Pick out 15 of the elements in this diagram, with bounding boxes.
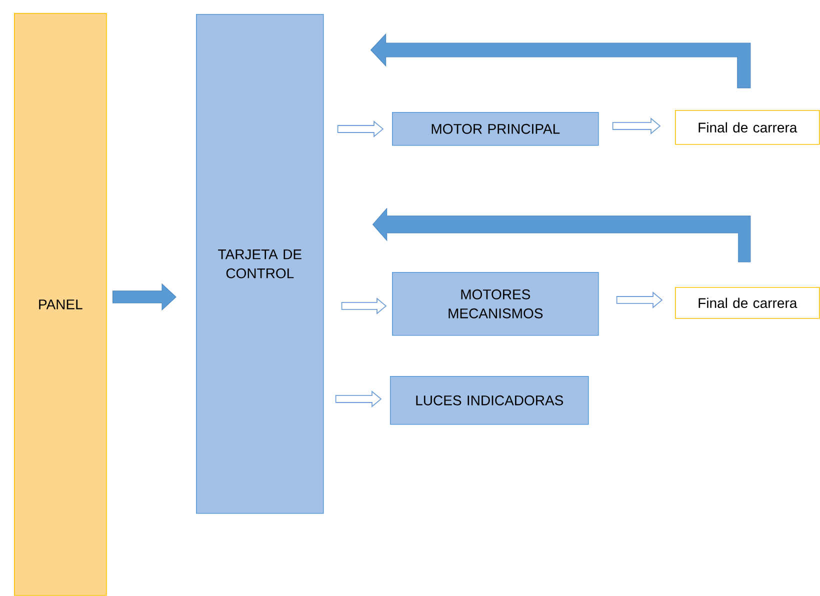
- block-arrow: [372, 208, 751, 262]
- process-box: LUCES INDICADORAS: [390, 376, 589, 425]
- hollow-arrow: [335, 390, 382, 408]
- hollow-arrow: [612, 118, 661, 134]
- hollow-arrow: [337, 120, 384, 138]
- hollow-arrow: [616, 292, 663, 308]
- process-box: MOTOR PRINCIPAL: [392, 112, 599, 146]
- limit-switch-box: Final de carrera: [675, 110, 820, 145]
- limit-switch-box: Final de carrera: [675, 287, 820, 319]
- process-box: MOTORES MECANISMOS: [392, 272, 599, 336]
- block-arrow: [112, 283, 176, 311]
- hollow-arrow: [341, 298, 387, 314]
- control-board-box: TARJETA DE CONTROL: [196, 14, 324, 514]
- block-arrow: [370, 33, 751, 88]
- panel-box: PANEL: [14, 13, 107, 596]
